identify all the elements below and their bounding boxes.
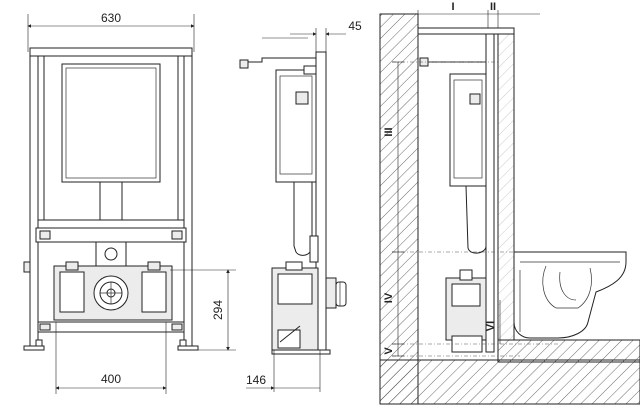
upper-cross-rail <box>37 219 185 229</box>
right-frame-post <box>183 51 193 349</box>
front-height-dimension: 294 <box>170 269 236 351</box>
drain-connector-icon <box>104 247 118 261</box>
front-view: 630 <box>23 11 236 394</box>
cistern-box <box>61 63 161 183</box>
label-ii: II <box>490 1 496 13</box>
label-iv: IV <box>383 292 395 303</box>
toilet-bowl <box>513 251 627 339</box>
side-bottom-label: 146 <box>246 373 266 387</box>
label-vi: VI <box>485 321 497 331</box>
label-v: V <box>383 347 395 355</box>
left-foot <box>23 345 45 351</box>
section-cistern <box>449 73 487 187</box>
front-base-label: 400 <box>101 372 121 386</box>
right-foot <box>177 345 199 351</box>
front-base-dimension: 400 <box>55 322 167 394</box>
top-frame-rail <box>29 47 193 57</box>
front-width-label: 630 <box>101 11 121 25</box>
left-frame-post <box>29 51 39 349</box>
section-top-dimensions: I II <box>386 1 540 28</box>
wall-hatched <box>379 13 419 405</box>
label-i: I <box>451 1 454 13</box>
side-top-dimension: 45 <box>290 19 362 52</box>
side-view: 45 146 <box>239 19 362 392</box>
mounting-plate <box>35 227 187 243</box>
bottom-cross-rail <box>37 321 185 333</box>
section-view: I II III IV V VI <box>379 1 640 405</box>
front-width-dimension: 630 <box>27 11 195 52</box>
front-height-label: 294 <box>211 300 225 320</box>
side-top-label: 45 <box>348 19 362 33</box>
floor-hatched <box>379 359 640 405</box>
side-flush-pipe <box>293 181 313 256</box>
side-cistern <box>275 69 317 183</box>
label-iii: III <box>383 127 395 136</box>
side-bottom-dimension: 146 <box>246 350 321 392</box>
